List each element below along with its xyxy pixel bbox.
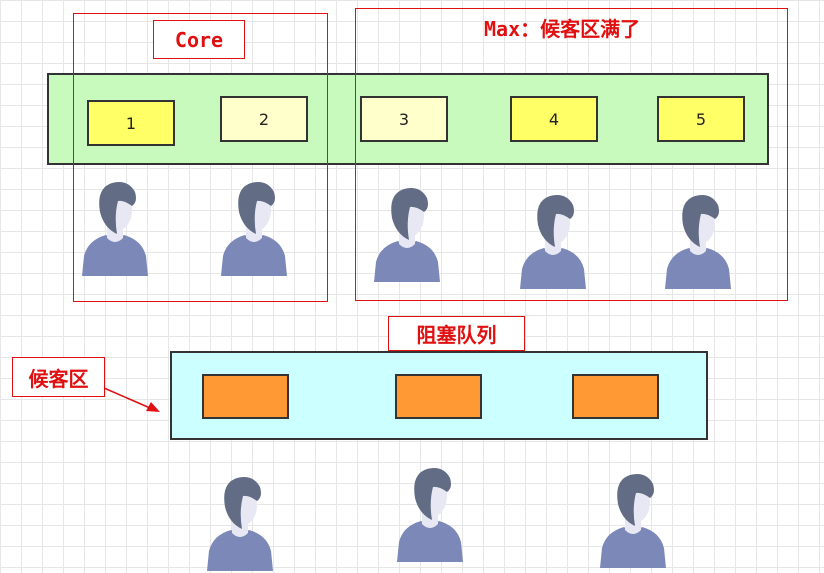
- counter-2: 2: [220, 96, 308, 142]
- person-icon: [598, 468, 668, 568]
- counter-1: 1: [87, 100, 175, 146]
- waiting-area-label: 候客区: [12, 357, 105, 397]
- counter-3: 3: [360, 96, 448, 142]
- queue-slot-1: [202, 374, 289, 419]
- queue-slot-3: [572, 374, 659, 419]
- person-icon: [372, 182, 442, 282]
- max-label: Max：候客区满了: [484, 17, 641, 41]
- counter-5: 5: [657, 96, 745, 142]
- person-icon: [518, 189, 588, 289]
- person-icon: [663, 189, 733, 289]
- core-group-box: [73, 13, 328, 302]
- blocking-queue-label: 阻塞队列: [388, 316, 525, 351]
- person-icon: [219, 176, 289, 276]
- person-icon: [205, 471, 275, 571]
- core-label: Core: [153, 20, 245, 59]
- queue-slot-2: [395, 374, 482, 419]
- counter-4: 4: [510, 96, 598, 142]
- person-icon: [80, 176, 150, 276]
- person-icon: [395, 462, 465, 562]
- max-group-box: [355, 8, 788, 301]
